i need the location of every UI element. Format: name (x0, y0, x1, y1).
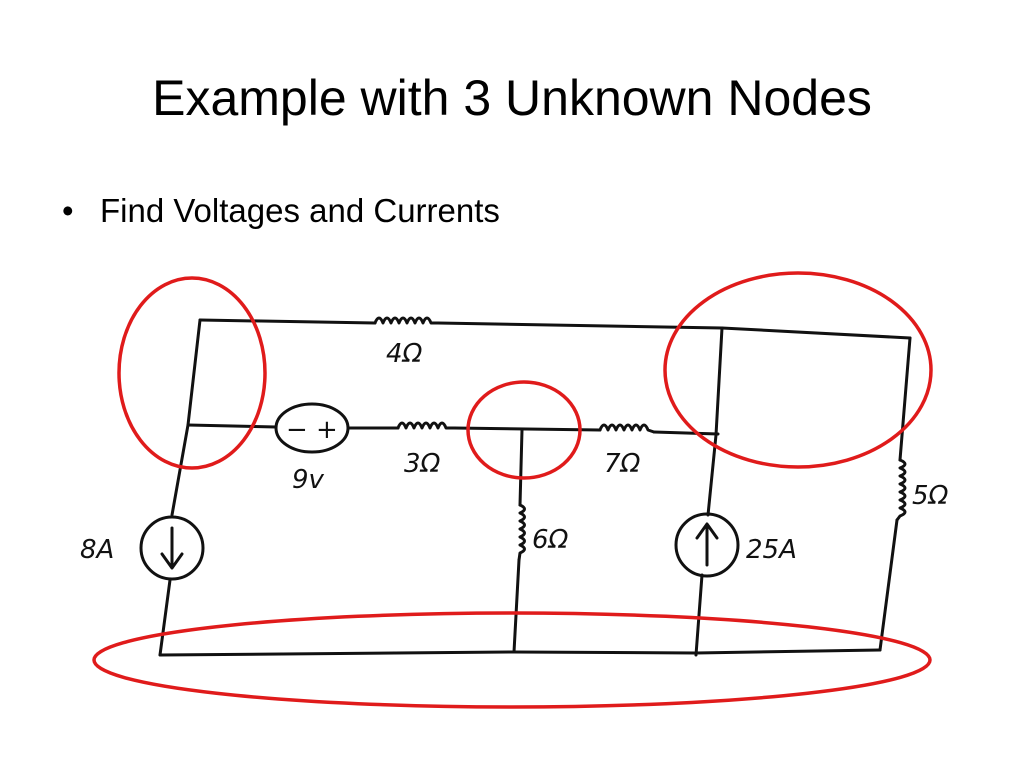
bullet-marker: • (62, 192, 74, 229)
current-source-25a-label: 25A (746, 535, 797, 565)
right-center-vertical-wire (694, 326, 724, 657)
resistor-4-zigzag (373, 316, 440, 325)
down-arrow-icon (160, 526, 184, 570)
far-right-wire-bottom (878, 518, 899, 652)
left-vertical-wire (170, 318, 202, 517)
up-arrow-icon (695, 522, 719, 567)
resistor-6-zigzag (517, 503, 526, 562)
current-source-25a-symbol (674, 512, 740, 578)
far-right-wire-top (898, 336, 912, 462)
bottom-wire (158, 648, 882, 657)
middle-wire-left (186, 423, 278, 429)
node-highlight-right (663, 271, 933, 469)
resistor-7-zigzag (598, 423, 656, 434)
voltage-source-label: 9v (292, 465, 325, 495)
middle-wire-center (452, 426, 602, 432)
resistor-4-label: 4Ω (386, 339, 423, 369)
center-wire-bottom (512, 558, 521, 654)
current-source-8a-symbol (139, 515, 205, 581)
node-highlight-center (466, 380, 582, 480)
voltage-plus-sign: + (316, 415, 338, 445)
resistor-5-label: 5Ω (912, 481, 949, 511)
center-wire-top (518, 428, 524, 507)
bullet-item: • Find Voltages and Currents (62, 188, 500, 234)
voltage-minus-sign: − (286, 415, 308, 445)
current-source-8a-label: 8A (80, 535, 114, 565)
resistor-7-label: 7Ω (604, 449, 641, 479)
circuit-svg: − + 9v 8A 25A 4Ω 3Ω 7Ω 6Ω 5Ω (80, 271, 949, 709)
node-highlight-left (117, 276, 267, 470)
resistor-6-label: 6Ω (532, 525, 569, 555)
circuit-diagram: − + 9v 8A 25A 4Ω 3Ω 7Ω 6Ω 5Ω (0, 260, 1024, 720)
bullet-text: Find Voltages and Currents (100, 192, 500, 229)
resistor-3-zigzag (396, 421, 456, 430)
middle-wire-right (652, 430, 720, 436)
top-wire (198, 318, 912, 340)
node-highlight-ground (92, 611, 932, 709)
resistor-5-zigzag (895, 458, 907, 522)
left-lower-wire (158, 578, 172, 657)
voltage-source-symbol (274, 402, 350, 454)
slide-title: Example with 3 Unknown Nodes (152, 70, 872, 126)
resistor-3-label: 3Ω (404, 449, 441, 479)
